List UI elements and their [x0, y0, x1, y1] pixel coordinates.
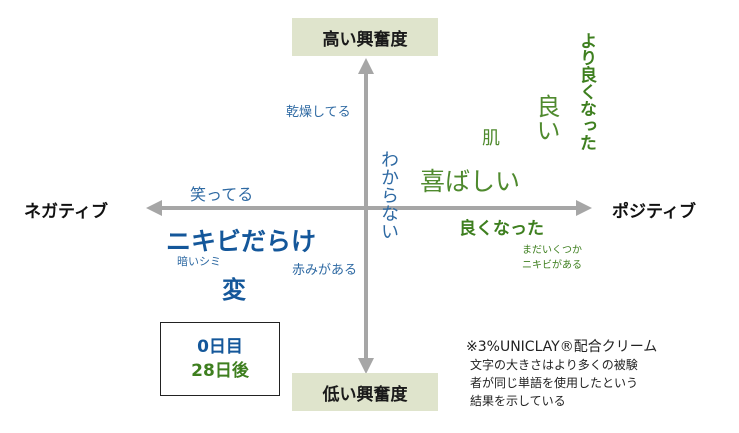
right-arrowhead — [576, 200, 592, 216]
left-arrowhead — [146, 200, 162, 216]
word-yoi: 良い — [532, 94, 560, 142]
bottom-arrowhead — [358, 358, 374, 374]
word-nikibi-ga-aru: ニキビがある — [522, 260, 582, 271]
axis-label-negative: ネガティブ — [24, 202, 108, 222]
note-line1: ※3%UNICLAY®配合クリーム — [466, 339, 658, 355]
axis-label-positive: ポジティブ — [612, 202, 696, 222]
legend-box: 0日目 28日後 — [160, 322, 280, 396]
word-wakaranai: わからない — [378, 150, 399, 240]
axis-label-low-arousal: 低い興奮度 — [292, 373, 438, 411]
legend-day0: 0日目 — [197, 337, 243, 357]
low-arousal-text: 低い興奮度 — [322, 384, 408, 405]
word-yorokobashii: 喜ばしい — [420, 167, 521, 196]
word-kansou: 乾燥してる — [286, 105, 351, 120]
word-madaiikutsuka: まだいくつか — [522, 245, 582, 256]
legend-day28: 28日後 — [191, 361, 249, 381]
word-hada: 肌 — [482, 128, 500, 149]
word-kurai-shimi: 暗いシミ — [177, 255, 221, 268]
note-line4: 結果を示している — [470, 394, 566, 408]
axis-label-high-arousal: 高い興奮度 — [292, 18, 438, 56]
word-waratteru: 笑ってる — [190, 185, 254, 204]
word-akami: 赤みがある — [292, 263, 358, 278]
note-line2: 文字の大きさはより多くの被験 — [470, 358, 638, 372]
high-arousal-text: 高い興奮度 — [322, 29, 408, 50]
word-nikibi-darake: ニキビだらけ — [166, 227, 317, 256]
note-line3: 者が同じ単語を使用したという — [470, 376, 639, 390]
word-yokunatta-vertical: より良くなった — [576, 32, 596, 151]
word-yokunatta: 良くなった — [459, 219, 544, 239]
top-arrowhead — [358, 58, 374, 74]
word-hen: 変 — [222, 276, 246, 304]
